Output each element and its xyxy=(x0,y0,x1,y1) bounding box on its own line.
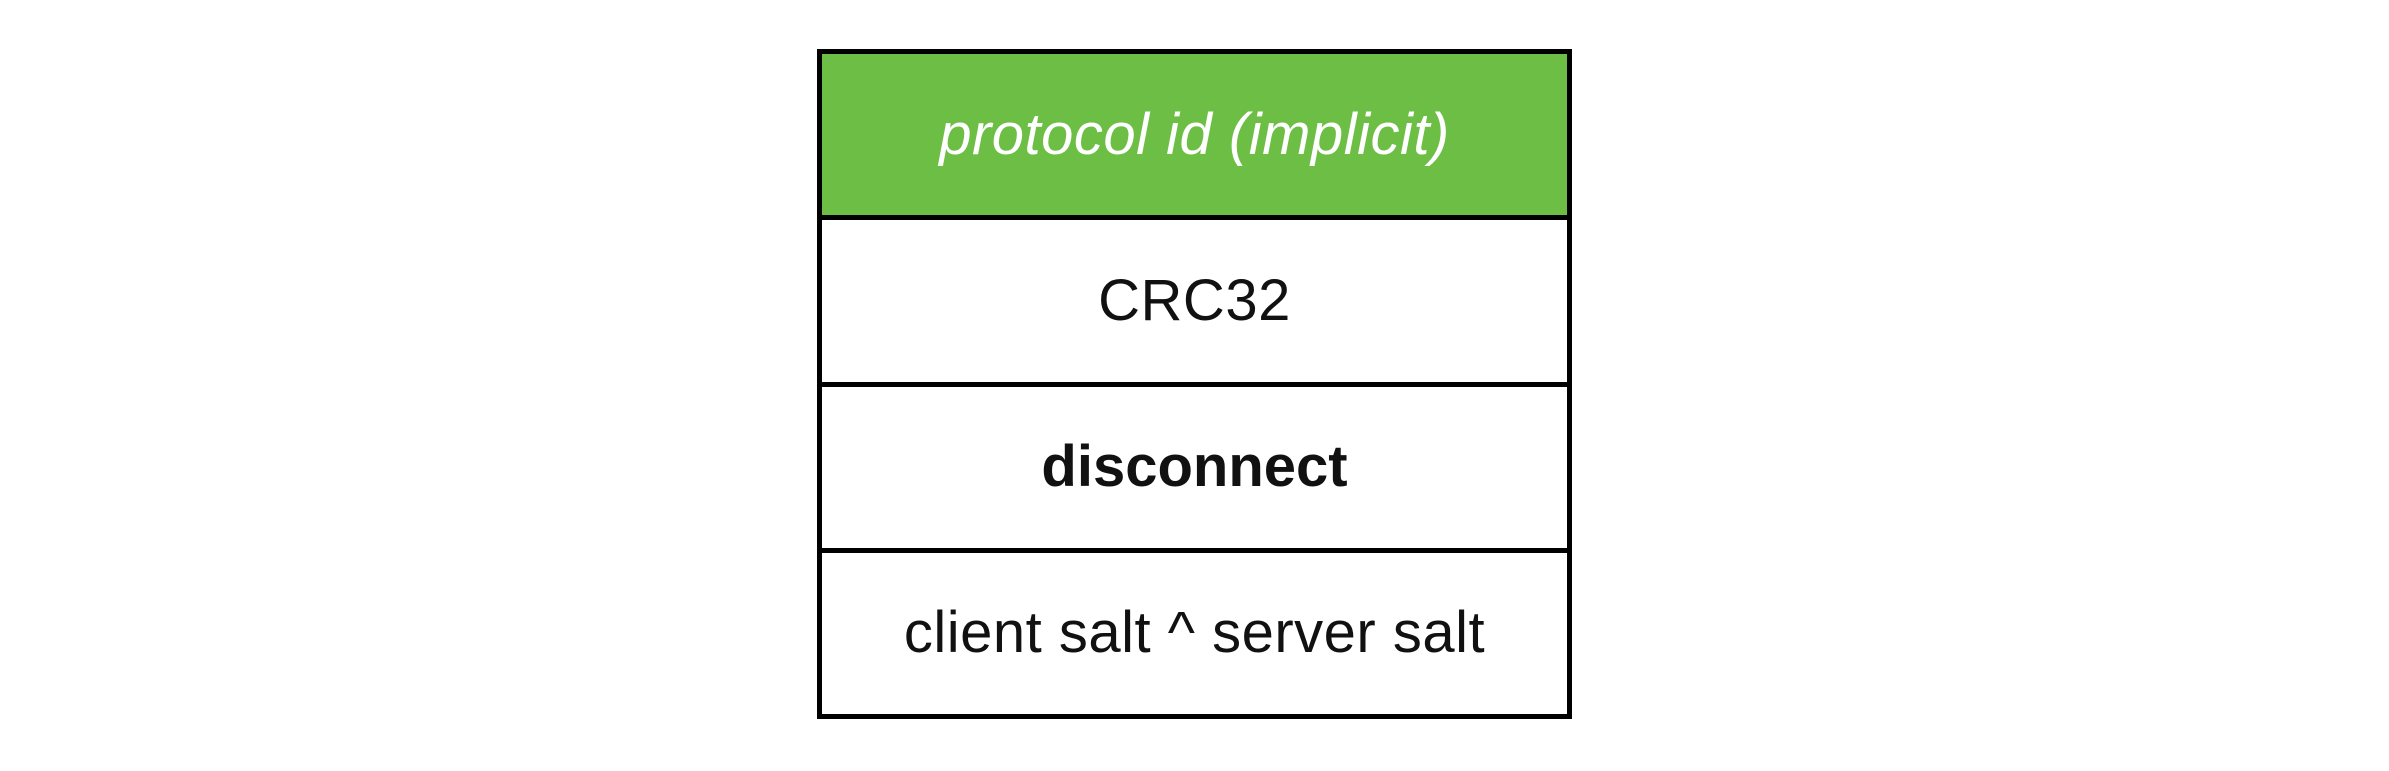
packet-structure-table: protocol id (implicit) CRC32 disconnect … xyxy=(817,49,1572,719)
packet-field-disconnect: disconnect xyxy=(822,381,1567,548)
packet-field-salt-xor: client salt ^ server salt xyxy=(822,547,1567,714)
packet-field-crc32: CRC32 xyxy=(822,215,1567,382)
packet-field-crc32-label: CRC32 xyxy=(1098,267,1291,333)
packet-field-protocol-id-label: protocol id (implicit) xyxy=(939,101,1450,167)
packet-field-protocol-id: protocol id (implicit) xyxy=(822,54,1567,216)
packet-field-disconnect-label: disconnect xyxy=(1041,434,1348,500)
packet-field-salt-xor-label: client salt ^ server salt xyxy=(903,600,1486,666)
